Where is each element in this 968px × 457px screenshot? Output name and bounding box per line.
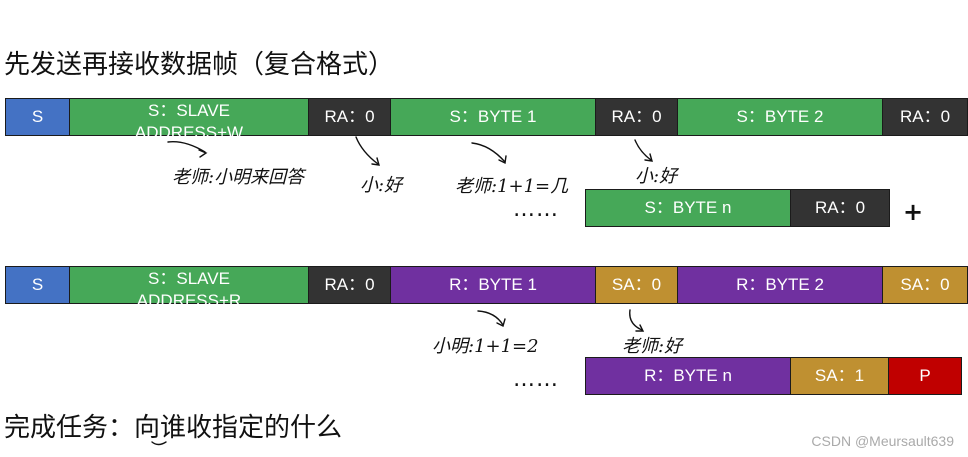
arrow-4-head [644,153,653,162]
arrow-6-head [635,324,645,332]
arrow-3-head [498,155,507,165]
arrow-2 [355,136,379,165]
receiver-ack-3: RA：0 [883,99,967,135]
slave-address-read: S：SLAVE ADDRESS+R [70,267,309,310]
slave-address-line2: ADDRESS+W [134,123,244,142]
receive-byte-2: R：BYTE 2 [678,267,883,303]
receiver-ack-1: RA：0 [309,99,391,135]
receiver-ack-n: RA：0 [791,190,889,226]
arrow-1 [167,141,206,153]
write-frame-continuation: S：BYTE n RA：0 [585,189,890,227]
send-byte-1: S：BYTE 1 [391,99,596,135]
annotation-student-ok-1: 小:好 [360,175,403,196]
sender-ack-1: SA：0 [596,267,678,303]
slave-address-write: S：SLAVE ADDRESS+W [70,99,309,142]
arrow-3 [471,142,506,163]
slave-address-line1: S：SLAVE [148,101,230,120]
arrow-6 [629,309,643,331]
ellipsis-2: …… [513,367,559,392]
receiver-ack-2: RA：0 [596,99,678,135]
sender-ack-n: SA：1 [791,358,889,394]
slave-address-line2: ADDRESS+R [136,291,242,310]
slave-address-line1: S：SLAVE [148,269,230,288]
send-byte-2: S：BYTE 2 [678,99,883,135]
page-title: 先发送再接收数据帧（复合格式） [4,50,395,80]
arrow-2-head [371,157,380,166]
arrow-5-head [496,318,506,328]
receive-byte-n: R：BYTE n [586,358,791,394]
arrow-1-head [198,149,208,158]
read-frame-continuation: R：BYTE n SA：1 P [585,357,962,395]
watermark: CSDN @Meursault639 [811,433,954,449]
annotation-teacher-ok: 老师:好 [622,336,683,357]
annotation-student-ok-2: 小:好 [635,166,678,187]
arrow-5 [477,310,504,326]
start-bit: S [6,99,70,135]
plus-sign: + [903,198,924,226]
arrow-4 [634,139,652,161]
send-byte-n: S：BYTE n [586,190,791,226]
ellipsis-1: …… [513,197,559,222]
write-frame-row: S S：SLAVE ADDRESS+W RA：0 S：BYTE 1 RA：0 S… [5,98,968,142]
annotation-student-answer: 小明:1+1=2 [432,336,539,357]
stop-bit: P [889,358,961,394]
receive-byte-1: R：BYTE 1 [391,267,596,303]
annotation-teacher-call: 老师:小明来回答 [172,167,305,188]
annotation-teacher-question: 老师:1+1=几 [455,176,569,197]
start-bit-2: S [6,267,70,303]
task-description: 完成任务：向谁收指定的什么 [4,413,343,443]
read-frame-row: S S：SLAVE ADDRESS+R RA：0 R：BYTE 1 SA：0 R… [5,266,968,310]
sender-ack-2: SA：0 [883,267,967,303]
receiver-ack-read: RA：0 [309,267,391,303]
underline-mark [151,441,167,446]
